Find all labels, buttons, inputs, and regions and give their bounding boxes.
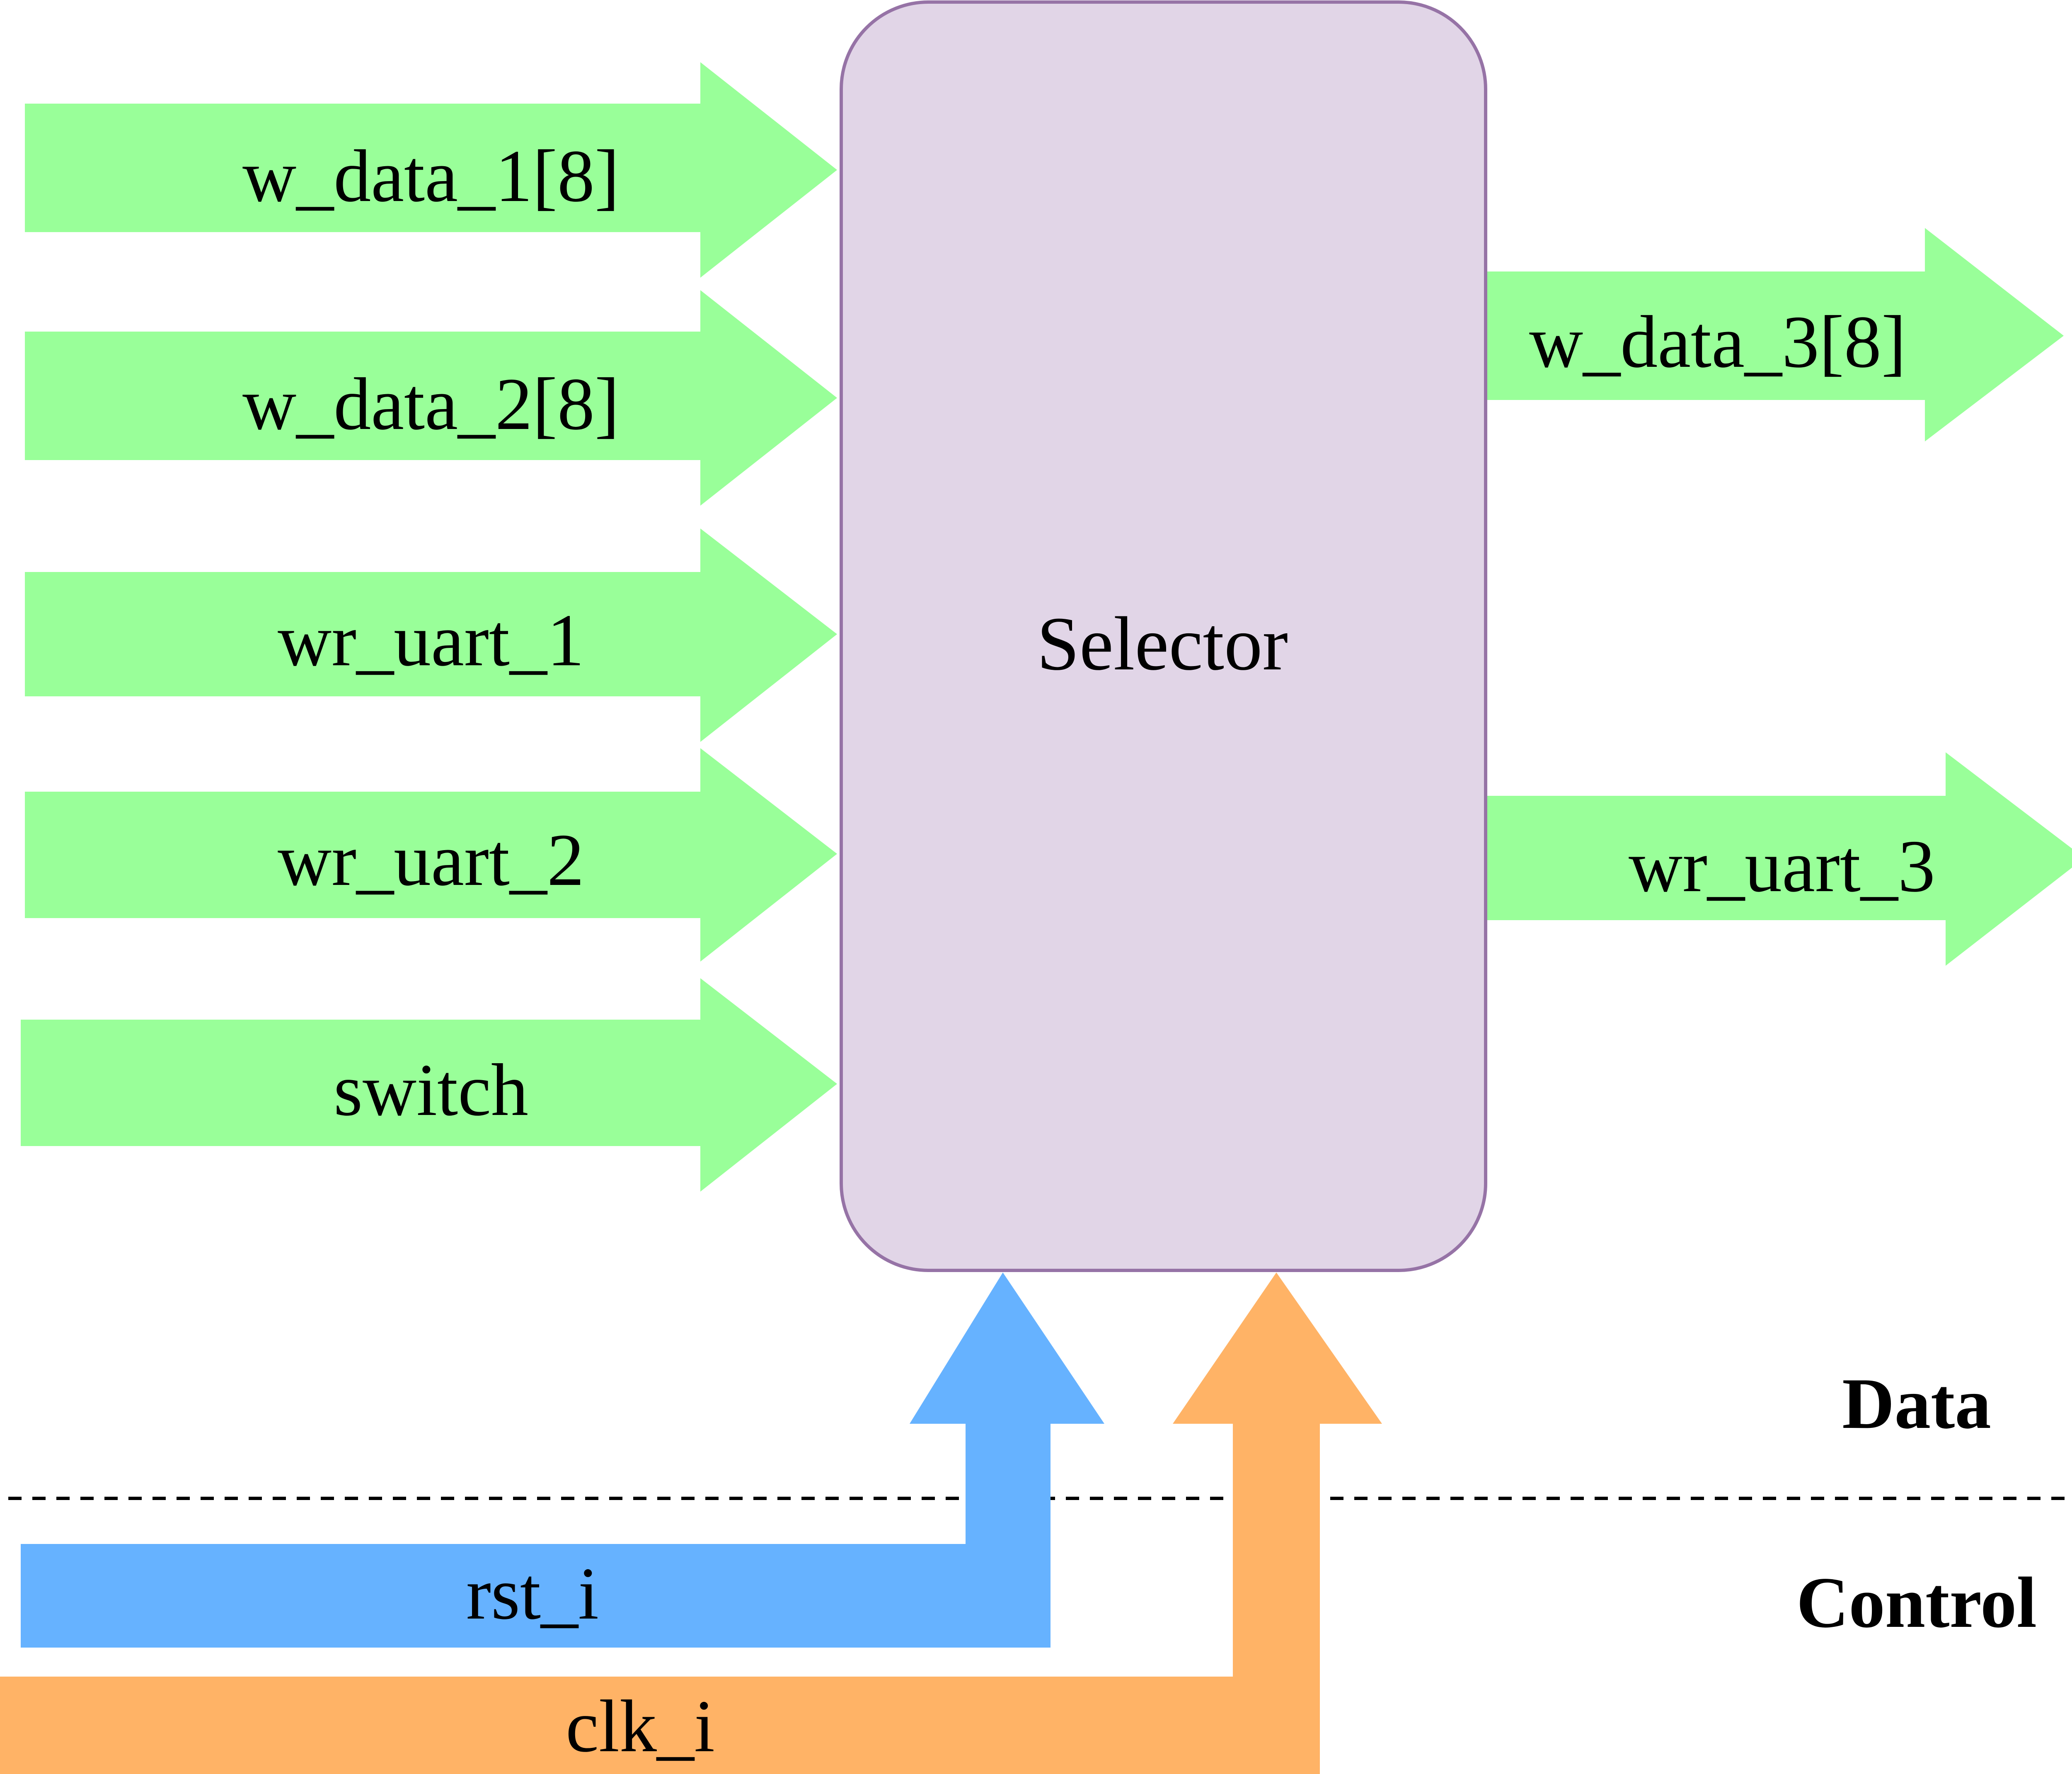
w-data-2-label: w_data_2[8] — [242, 363, 620, 445]
output-arrow-w-data-3 — [1486, 228, 2064, 441]
input-arrows — [21, 62, 837, 1192]
control-arrows — [0, 1272, 1382, 1774]
control-region-label: Control — [1796, 1562, 2037, 1643]
input-arrow-wr-uart-1 — [25, 528, 837, 742]
w-data-3-label: w_data_3[8] — [1529, 301, 1906, 383]
clk-arrow — [0, 1272, 1382, 1774]
input-arrow-switch — [21, 978, 837, 1192]
rst-arrow — [21, 1272, 1104, 1648]
input-arrow-wr-uart-2 — [25, 748, 837, 962]
selector-block — [840, 0, 1487, 1272]
data-region-label: Data — [1842, 1363, 1991, 1444]
rst-label: rst_i — [466, 1552, 599, 1635]
output-arrow-wr-uart-3 — [1486, 752, 2072, 966]
clk-label: clk_i — [566, 1685, 715, 1767]
input-arrow-w-data-1 — [25, 62, 837, 278]
output-arrows — [1486, 228, 2072, 966]
switch-label: switch — [334, 1049, 528, 1131]
input-arrow-w-data-2 — [25, 290, 837, 506]
w-data-1-label: w_data_1[8] — [242, 135, 620, 217]
selector-label: Selector — [1037, 601, 1288, 686]
wr-uart-3-label: wr_uart_3 — [1629, 825, 1935, 907]
wr-uart-1-label: wr_uart_1 — [278, 599, 584, 681]
wr-uart-2-label: wr_uart_2 — [278, 819, 584, 901]
